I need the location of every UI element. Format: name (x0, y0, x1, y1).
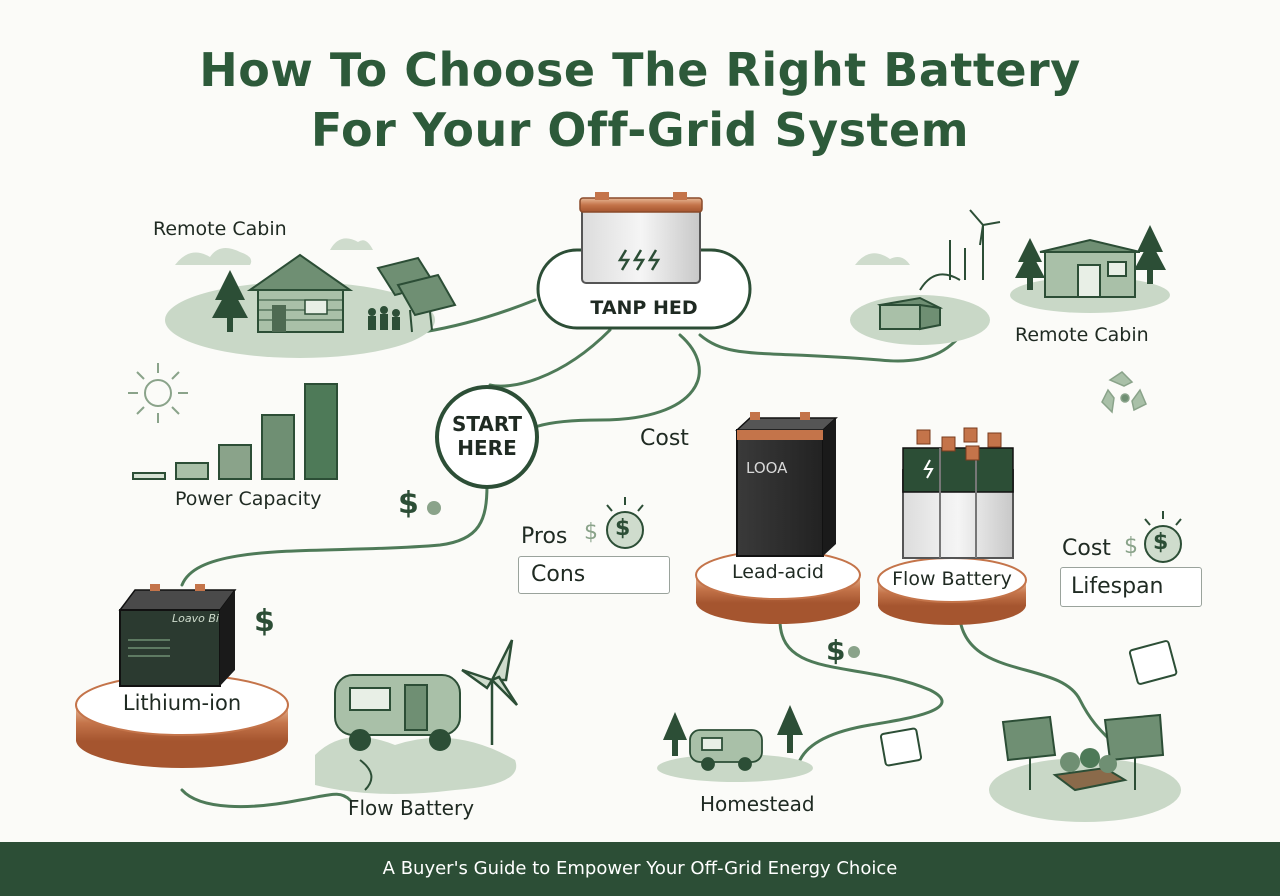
label-flow-battery-bottom: Flow Battery (348, 796, 474, 820)
platform-label-lead-acid: Lead-acid (732, 561, 824, 583)
lead-acid-battery (695, 412, 861, 624)
lithium-case-text: Loavo Bi (172, 612, 219, 625)
battery-bank-icon (877, 296, 944, 331)
wind-turbine-icon (949, 209, 1001, 280)
garden-solar-scene (989, 713, 1181, 822)
lightning-icon (617, 249, 661, 271)
cons-box: Cons (518, 556, 670, 594)
hub-battery (536, 192, 752, 330)
people-icon (368, 306, 400, 330)
platform-label-flow: Flow Battery (892, 568, 1012, 590)
dollar-sign-cost-coin: $ (1153, 530, 1169, 555)
title-line-1: How To Choose The Right Battery (199, 43, 1081, 97)
label-remote-cabin-right: Remote Cabin (1015, 324, 1149, 346)
camper-icon (334, 674, 461, 751)
label-cost-top: Cost (640, 426, 689, 451)
label-pros: Pros (521, 524, 568, 549)
lithium-ion-battery (75, 584, 289, 768)
start-here-label: START HERE (437, 412, 537, 460)
label-homestead: Homestead (700, 792, 815, 816)
dollar-gear-icon (427, 501, 860, 658)
label-power-capacity: Power Capacity (175, 488, 322, 510)
flow-battery (877, 427, 1027, 625)
pine-tree-icon (212, 270, 248, 332)
calendar-icon (879, 640, 1178, 767)
lead-acid-case-text: LOOA (746, 459, 788, 477)
pine-tree-icon-right (1015, 225, 1166, 290)
wind-turbine-icon-bottom (461, 639, 519, 745)
start-here-line-1: START (451, 412, 523, 436)
platform-label-lithium: Lithium-ion (122, 691, 242, 715)
lifespan-box: Lifespan (1060, 567, 1202, 607)
title-line-2: For Your Off-Grid System (310, 103, 970, 157)
cabin-icon-right (1039, 238, 1141, 298)
dollar-sign-1: $ (398, 486, 419, 521)
connector-lines (180, 298, 1112, 809)
sparkle-lines (606, 497, 1182, 526)
footer-bar: A Buyer's Guide to Empower Your Off-Grid… (0, 842, 1280, 896)
homestead-scene (657, 705, 813, 782)
dollar-sign-2: $ (254, 604, 275, 639)
solar-panel-icon (376, 256, 457, 333)
solar-panel-icon-bottom (1001, 713, 1165, 790)
cabin-icon (246, 253, 354, 333)
camper-icon-small (689, 729, 763, 771)
remote-cabin-scene-right (850, 209, 1170, 345)
start-here-line-2: HERE (457, 436, 517, 460)
dollar-sign-cost-small: $ (1124, 534, 1138, 559)
hub-label: TANP HED (590, 297, 698, 319)
flow-battery-bottom-text: Flow Battery (348, 796, 475, 820)
label-remote-cabin-left: Remote Cabin (153, 218, 287, 240)
tree-icons-small (663, 705, 803, 756)
dollar-sign-3: $ (826, 634, 846, 667)
camper-scene (315, 639, 519, 794)
page-title: How To Choose The Right Battery For Your… (0, 40, 1280, 160)
power-capacity-bars (132, 383, 338, 480)
dollar-sign-pros-coin: $ (615, 516, 631, 541)
footer-text: A Buyer's Guide to Empower Your Off-Grid… (382, 858, 898, 879)
start-here-marker (435, 385, 539, 489)
sun-icon (128, 363, 188, 423)
recycle-icon (1101, 371, 1147, 414)
label-cons: Cons (531, 562, 586, 587)
label-lifespan: Lifespan (1071, 574, 1164, 599)
dollar-sign-pros-small: $ (584, 520, 598, 545)
label-cost-right: Cost (1062, 536, 1111, 561)
planter-icon (1052, 748, 1128, 792)
coin-icon (606, 511, 1182, 563)
remote-cabin-scene-left (165, 238, 457, 358)
